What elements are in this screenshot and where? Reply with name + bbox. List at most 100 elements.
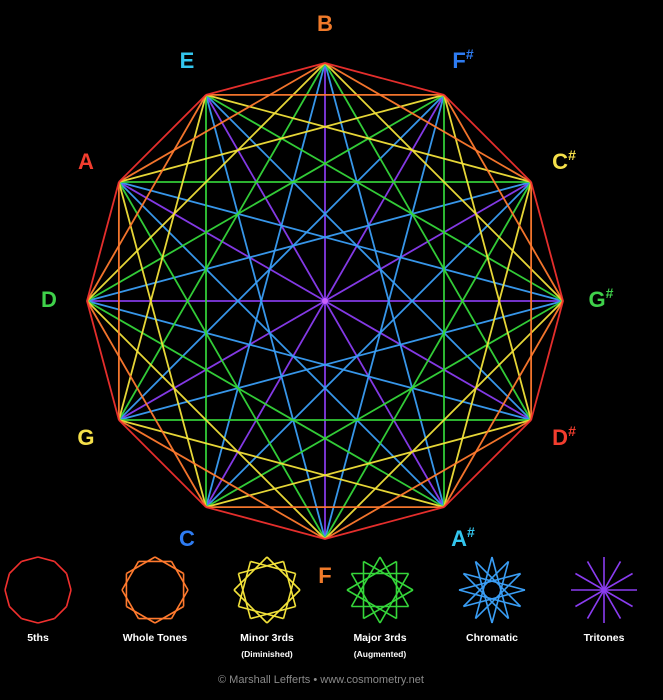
chord-line [86, 300, 326, 540]
chord-line [443, 181, 532, 508]
note-label-c-sharp: C# [552, 147, 576, 174]
legend-star-line [53, 560, 68, 575]
chords-major-3rds [86, 62, 564, 540]
legend-star-line [474, 572, 522, 620]
legend-star-line [462, 572, 510, 620]
chord-line [324, 62, 532, 421]
note-label-d-sharp: D# [552, 423, 576, 450]
chords-minor-3rds [86, 62, 564, 540]
chord-line [324, 181, 532, 540]
legend-star-line [65, 573, 72, 591]
chord-line [530, 300, 564, 421]
chord-line [324, 94, 445, 540]
legend-star-line [491, 556, 510, 619]
chord-line [205, 419, 532, 508]
chord-line [86, 62, 326, 302]
legend-star-line [154, 605, 184, 624]
legend-star-line [474, 556, 493, 619]
legend-star-line [126, 556, 156, 575]
chord-line [205, 62, 326, 508]
legend-item-minor-3rds: Minor 3rds(Diminished) [233, 556, 301, 659]
chord-line [118, 94, 445, 183]
chord-line [118, 181, 207, 508]
chord-line [118, 181, 564, 302]
legend-sublabel: (Augmented) [354, 649, 407, 659]
chord-line [86, 94, 207, 302]
chord-line [86, 181, 532, 302]
note-label-f: F [318, 563, 331, 588]
chord-line [443, 94, 532, 183]
note-label-g-sharp: G# [589, 285, 614, 312]
chord-line [86, 94, 445, 302]
legend-star-line [8, 605, 23, 620]
legend-star-line [363, 560, 414, 591]
legend-star-line [53, 605, 68, 620]
legend-star-line [4, 573, 11, 591]
legend-label: Chromatic [466, 632, 518, 644]
legend-star-line [237, 561, 252, 607]
note-label-b: B [317, 11, 333, 36]
chord-line [118, 94, 445, 421]
chord-line [118, 419, 326, 540]
credit-line: © Marshall Lefferts • www.cosmometry.net [218, 674, 424, 686]
legend-star-line [363, 589, 414, 620]
legend-star-line [282, 573, 297, 619]
legend-star-line [350, 556, 381, 607]
tritones-star-figure [571, 557, 637, 623]
interval-legend: 5ths Whole Tones Minor 3rds(Diminished) Maj… [4, 556, 637, 659]
legend-item-major-3rds: Major 3rds(Augmented) [346, 556, 414, 659]
chord-line [86, 300, 445, 508]
legend-item-whole-tones: Whole Tones [121, 556, 189, 644]
chord-line [324, 506, 445, 540]
chord-line [205, 181, 532, 508]
note-label-c: C [179, 526, 195, 551]
note-label-d: D [41, 287, 57, 312]
chords-chromatic [86, 62, 564, 540]
legend-star-line [65, 589, 72, 607]
major-3rds-star-figure [346, 556, 414, 624]
legend-star-line [250, 560, 296, 575]
legend-star-line [121, 589, 140, 619]
chord-line [205, 62, 326, 96]
legend-item-5ths: 5ths [4, 556, 72, 644]
legend-star-line [233, 556, 268, 591]
legend-star-line [238, 560, 284, 575]
chord-line [324, 62, 532, 183]
chord-line [205, 94, 564, 302]
chord-line [530, 181, 564, 302]
legend-star-line [458, 589, 521, 608]
chord-line [118, 62, 326, 183]
chord-line [324, 62, 564, 302]
chord-line [324, 62, 445, 508]
chord-line [324, 419, 532, 540]
chord-line [205, 94, 532, 421]
chord-line [86, 300, 120, 421]
chord-line [324, 300, 564, 540]
note-label-a: A [78, 149, 94, 174]
chord-line [118, 181, 445, 508]
center-point [322, 298, 328, 304]
legend-label: Tritones [584, 632, 625, 644]
chord-line [205, 94, 326, 540]
legend-star-line [350, 573, 381, 624]
legend-star-line [474, 561, 493, 624]
legend-star-line [233, 589, 268, 624]
legend-item-tritones: Tritones [571, 557, 637, 644]
legend-item-chromatic: Chromatic [458, 556, 526, 644]
interval-chords [86, 62, 564, 540]
legend-star-line [462, 560, 510, 608]
legend-star-line [346, 589, 397, 620]
chord-line [118, 419, 445, 508]
legend-star-line [237, 573, 252, 619]
legend-star-line [250, 605, 296, 620]
legend-label: 5ths [27, 632, 49, 644]
chord-line [86, 300, 532, 421]
legend-star-line [474, 560, 522, 608]
legend-star-line [21, 556, 39, 563]
5ths-star-figure [4, 556, 72, 624]
legend-label: Whole Tones [123, 632, 188, 644]
chord-line [443, 419, 532, 508]
legend-star-line [126, 605, 156, 624]
note-label-f-sharp: F# [452, 46, 473, 73]
